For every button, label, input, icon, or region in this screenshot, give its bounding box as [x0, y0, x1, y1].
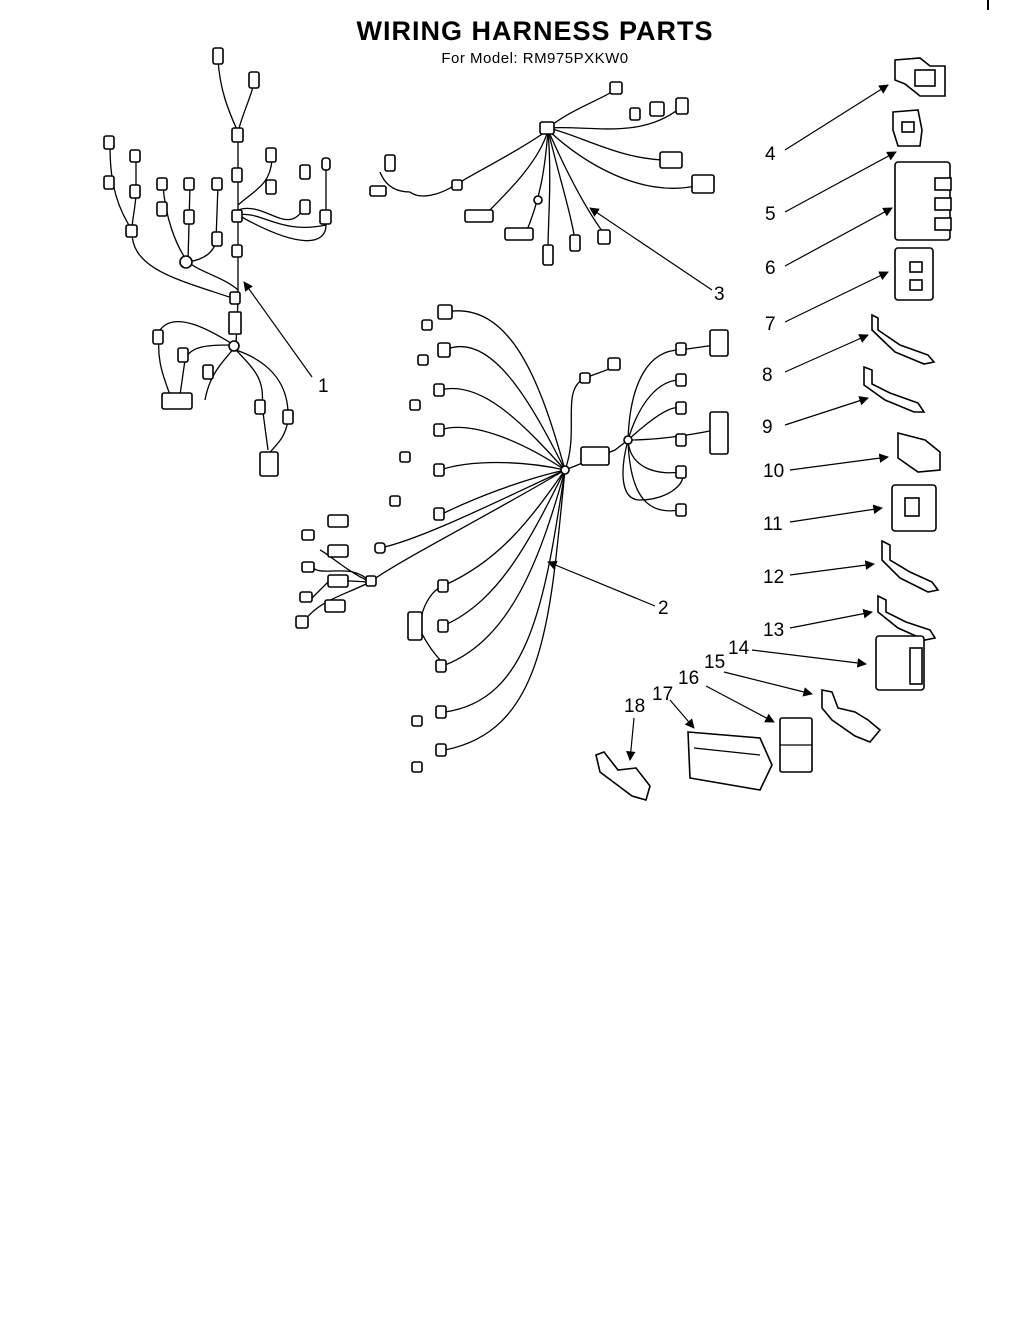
part-9-terminal[interactable] — [863, 365, 926, 413]
part-18-clip[interactable] — [595, 751, 651, 801]
part-12-terminal[interactable] — [881, 539, 940, 593]
callout-5: 5 — [765, 204, 776, 225]
callout-12: 12 — [763, 567, 784, 588]
model-subtitle: For Model: RM975PXKW0 — [441, 50, 629, 67]
harness-3[interactable] — [369, 81, 715, 266]
callout-4: 4 — [765, 144, 776, 165]
harness-2[interactable] — [295, 304, 729, 773]
part-11-housing[interactable] — [891, 484, 937, 532]
callout-14: 14 — [728, 638, 750, 659]
part-17-connector-strip[interactable] — [687, 731, 773, 791]
part-7-connector[interactable] — [894, 247, 934, 301]
part-4-connector[interactable] — [894, 57, 946, 97]
callout-13: 13 — [763, 620, 784, 641]
callout-6: 6 — [765, 258, 776, 279]
callout-10: 10 — [763, 461, 784, 482]
scan-mark — [987, 0, 989, 10]
callout-8: 8 — [762, 365, 773, 386]
callout-9: 9 — [762, 417, 773, 438]
callout-2: 2 — [658, 598, 669, 619]
part-15-terminal[interactable] — [821, 689, 882, 743]
callout-3: 3 — [714, 284, 725, 305]
part-6-connector-block[interactable] — [894, 161, 952, 241]
harness-1[interactable] — [103, 47, 332, 477]
callout-15: 15 — [704, 652, 725, 673]
part-14-housing[interactable] — [875, 635, 925, 691]
callout-16: 16 — [678, 668, 699, 689]
callout-11: 11 — [763, 514, 783, 535]
part-13-terminal[interactable] — [877, 594, 937, 641]
leader-lines — [243, 84, 897, 761]
callout-18: 18 — [624, 696, 645, 717]
callout-1: 1 — [318, 376, 329, 397]
part-16-connector[interactable] — [779, 717, 813, 773]
page-title: WIRING HARNESS PARTS — [356, 16, 714, 46]
part-8-terminal[interactable] — [871, 313, 936, 365]
callout-17: 17 — [652, 684, 673, 705]
part-10-housing[interactable] — [897, 431, 941, 473]
part-5-connector[interactable] — [892, 109, 923, 147]
callout-7: 7 — [765, 314, 776, 335]
